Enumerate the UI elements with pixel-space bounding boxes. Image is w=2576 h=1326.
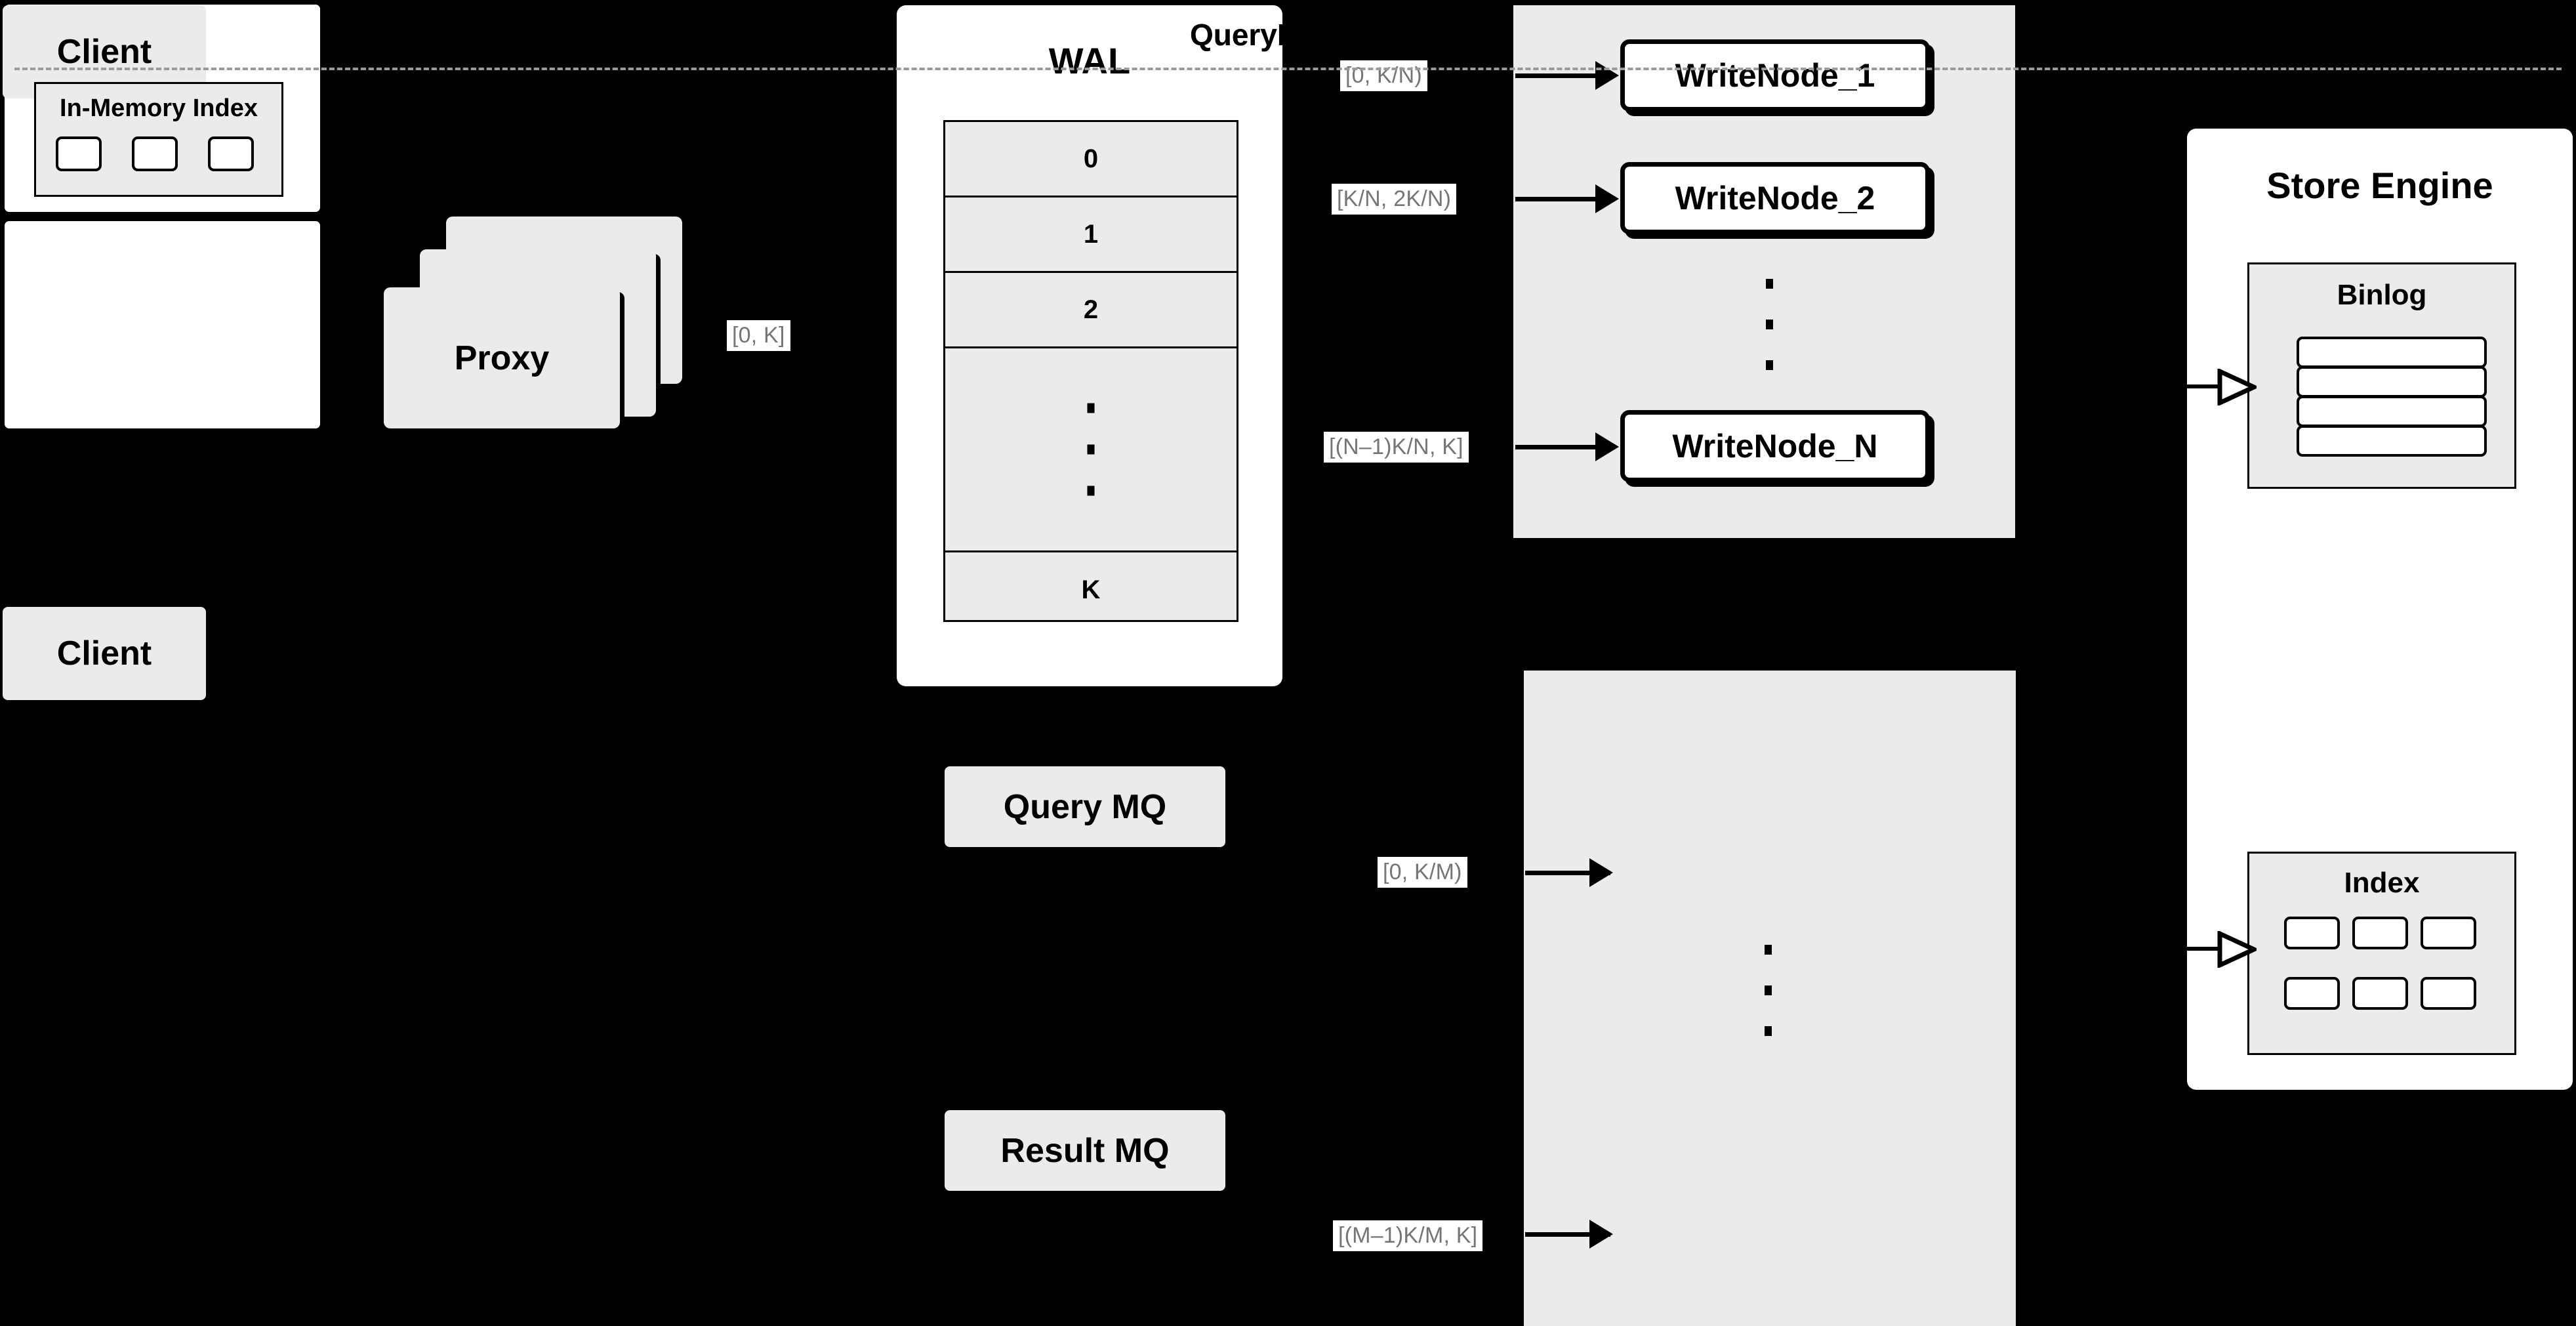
proxy-range-label: [0, K] [732, 323, 785, 348]
binlog-row [2297, 337, 2487, 368]
write-node-n-arrow-head-icon [1595, 432, 1619, 461]
binlog-row [2297, 396, 2487, 427]
write-node-1-arrow-line [1515, 73, 1607, 78]
client-label-2: Client [56, 634, 152, 673]
write-node-2-label: WriteNode_2 [1675, 180, 1875, 217]
query-mq-label: Query MQ [1003, 787, 1167, 826]
write-node-2[interactable]: WriteNode_2 [1620, 162, 1930, 234]
proxy-node[interactable]: Proxy [384, 287, 620, 428]
index-cell [2352, 917, 2408, 949]
index-arrow-head-icon [2217, 931, 2257, 968]
write-node-1[interactable]: WriteNode_1 [1620, 39, 1930, 112]
query-node-1-label: QueryNode_1 [1189, 18, 1387, 52]
client-node-2[interactable]: Client [3, 607, 206, 700]
write-node-n-arrow-line [1515, 445, 1607, 449]
index-cell [2421, 917, 2476, 949]
index-cell [2421, 977, 2476, 1010]
binlog-title: Binlog [2337, 279, 2427, 311]
write-node-1-range-label: [0, K/N) [1345, 63, 1422, 88]
index-panel: Index [2247, 852, 2516, 1055]
binlog-panel: Binlog [2247, 262, 2516, 489]
write-node-1-arrow-head-icon [1595, 61, 1619, 90]
index-arrow-line [2187, 947, 2221, 951]
client-label-1: Client [56, 33, 152, 71]
index-cell [2352, 977, 2408, 1010]
index-slot [208, 136, 254, 171]
binlog-row [2297, 425, 2487, 457]
index-slot [56, 136, 102, 171]
query-node-2-arrow-line [1525, 1232, 1610, 1237]
query-node-2-index-title: In-Memory Index [60, 94, 258, 122]
write-node-1-range-chip: [0, K/N) [1340, 60, 1427, 91]
write-node-1-label: WriteNode_1 [1675, 57, 1875, 94]
index-cell [2284, 917, 2340, 949]
query-node-2[interactable]: QueryNode_1 In-Memory Index [0, 18, 2562, 433]
index-panel-title: Index [2344, 867, 2420, 899]
wal-row: 1 [945, 197, 1237, 273]
query-node-2-divider [14, 68, 2562, 70]
wal-row: 2 [945, 273, 1237, 348]
binlog-row [2297, 366, 2487, 398]
query-node-1-range-chip: [0, K/M) [1378, 857, 1467, 888]
query-node-2-range-chip: [(M–1)K/M, K] [1333, 1220, 1483, 1251]
write-node-n[interactable]: WriteNode_N [1620, 410, 1930, 482]
query-node-2-index-panel: In-Memory Index [34, 82, 283, 197]
result-mq-label: Result MQ [1000, 1131, 1170, 1170]
wal-rows: 0 1 2 K [943, 120, 1238, 622]
wal-row: K [1081, 575, 1101, 604]
result-mq-node[interactable]: Result MQ [945, 1110, 1225, 1191]
wal-row: 0 [945, 122, 1237, 197]
binlog-arrow-head-icon [2217, 369, 2257, 405]
write-node-2-arrow-line [1515, 197, 1607, 201]
write-node-n-range-label: [(N–1)K/N, K] [1329, 434, 1463, 459]
query-node-1-arrow-head-icon [1589, 858, 1613, 887]
query-group-ellipsis-icon [1765, 945, 1772, 1036]
query-node-2-arrow-head-icon [1589, 1220, 1613, 1249]
write-node-2-arrow-head-icon [1595, 184, 1619, 213]
query-node-2-range-label: [(M–1)K/M, K] [1338, 1223, 1478, 1248]
wal-title: WAL [1048, 40, 1131, 81]
query-node-1-arrow-line [1525, 871, 1610, 875]
proxy-label: Proxy [454, 339, 550, 377]
index-cell [2284, 977, 2340, 1010]
write-node-n-range-chip: [(N–1)K/N, K] [1324, 432, 1469, 463]
write-node-2-range-chip: [K/N, 2K/N) [1332, 184, 1457, 215]
proxy-range-chip: [0, K] [727, 320, 790, 351]
write-group-ellipsis-icon [1766, 279, 1773, 370]
query-node-group [1524, 671, 2016, 1326]
write-node-n-label: WriteNode_N [1672, 428, 1878, 465]
query-node-1-range-label: [0, K/M) [1383, 860, 1462, 884]
write-node-2-range-label: [K/N, 2K/N) [1337, 186, 1452, 211]
query-mq-node[interactable]: Query MQ [945, 766, 1225, 847]
store-engine-title: Store Engine [2266, 165, 2493, 206]
binlog-arrow-line [2187, 384, 2221, 388]
wal-row-ellipsis [945, 348, 1237, 552]
index-slot [132, 136, 178, 171]
query-node-2-label: QueryNode_1 [1189, 18, 1387, 52]
wal-ellipsis-icon [1087, 403, 1095, 496]
